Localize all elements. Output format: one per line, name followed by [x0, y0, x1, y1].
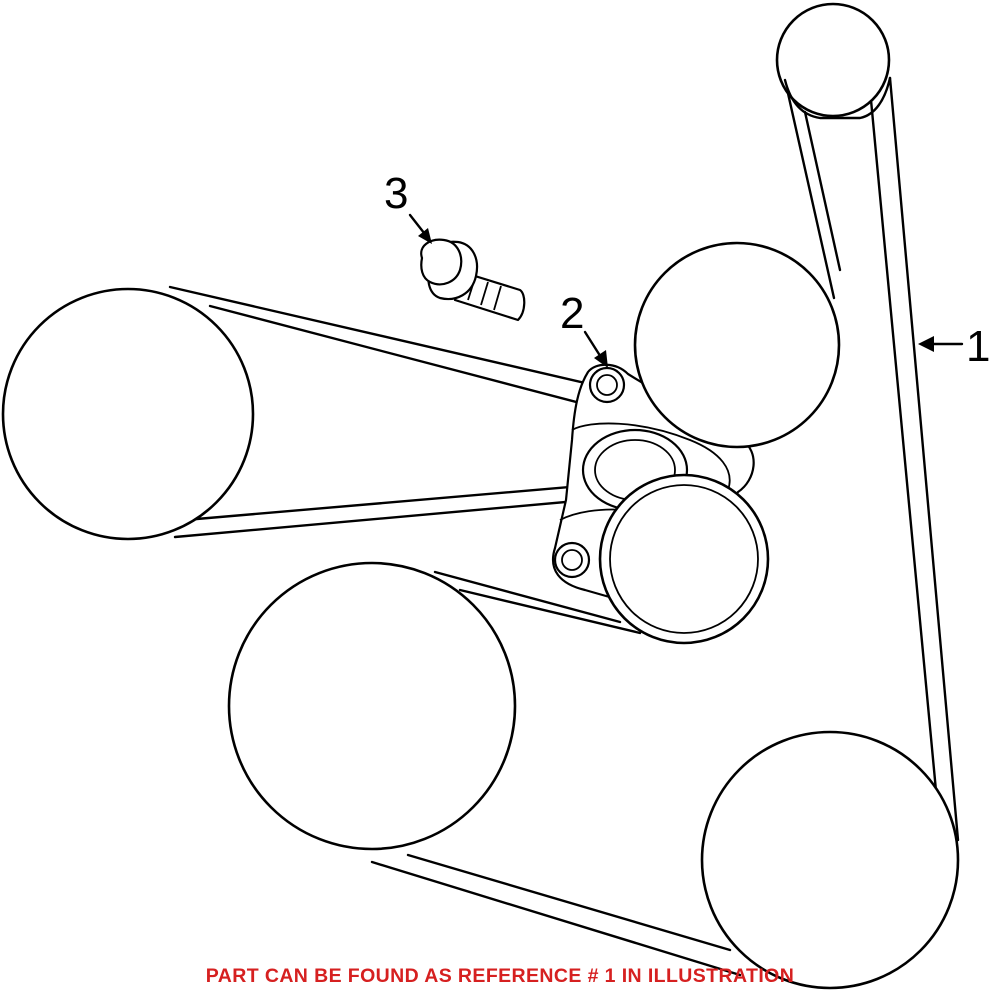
- callout-2[interactable]: 2: [560, 289, 608, 368]
- top-pulley: [775, 2, 891, 118]
- lower-bolt-hole: [561, 549, 583, 571]
- belt-topleft-outer: [783, 78, 836, 300]
- lower-bolt-boss: [553, 541, 591, 579]
- belt-right-inner: [869, 98, 940, 814]
- belt-bottom-outer: [370, 860, 742, 977]
- upper-bolt-hole: [596, 374, 618, 396]
- belt-mid-lower: [173, 496, 612, 539]
- bolt-thread-3: [493, 285, 502, 311]
- belt-topleft-inner: [803, 110, 842, 272]
- belt-right-outer: [888, 76, 960, 842]
- callout-3-arrowhead: [418, 228, 432, 244]
- belt-lower-upper: [433, 570, 622, 624]
- callout-2-arrowhead: [594, 350, 608, 368]
- bolt[interactable]: [420, 238, 526, 322]
- upper-right-pulley: [633, 241, 841, 449]
- callout-3[interactable]: 3: [384, 169, 432, 244]
- bolt-thread-2: [480, 281, 489, 306]
- belt-lower-lower: [458, 588, 642, 635]
- belt-top-outer: [168, 285, 652, 400]
- bottom-right-pulley: [700, 730, 960, 990]
- callout-1-arrowhead: [918, 336, 934, 352]
- bolt-head: [420, 238, 463, 286]
- upper-bolt-boss: [588, 366, 626, 404]
- idler-pulley-inner: [609, 484, 759, 634]
- callout-2-label: 2: [560, 289, 584, 338]
- callout-1-label: 1: [966, 322, 990, 371]
- large-left-pulley: [1, 287, 255, 541]
- lower-left-pulley: [227, 561, 517, 851]
- idler-pulley-outer: [598, 473, 770, 645]
- belt-mid-upper: [183, 479, 642, 522]
- reference-note: PART CAN BE FOUND AS REFERENCE # 1 IN IL…: [206, 965, 794, 987]
- callout-1[interactable]: 1: [918, 322, 990, 371]
- bracket-ridge-upper: [571, 422, 731, 491]
- serpentine-belt[interactable]: [168, 76, 960, 977]
- belt-top-wrap: [783, 76, 892, 120]
- belt-bottom-inner: [406, 853, 732, 952]
- callout-3-label: 3: [384, 169, 408, 218]
